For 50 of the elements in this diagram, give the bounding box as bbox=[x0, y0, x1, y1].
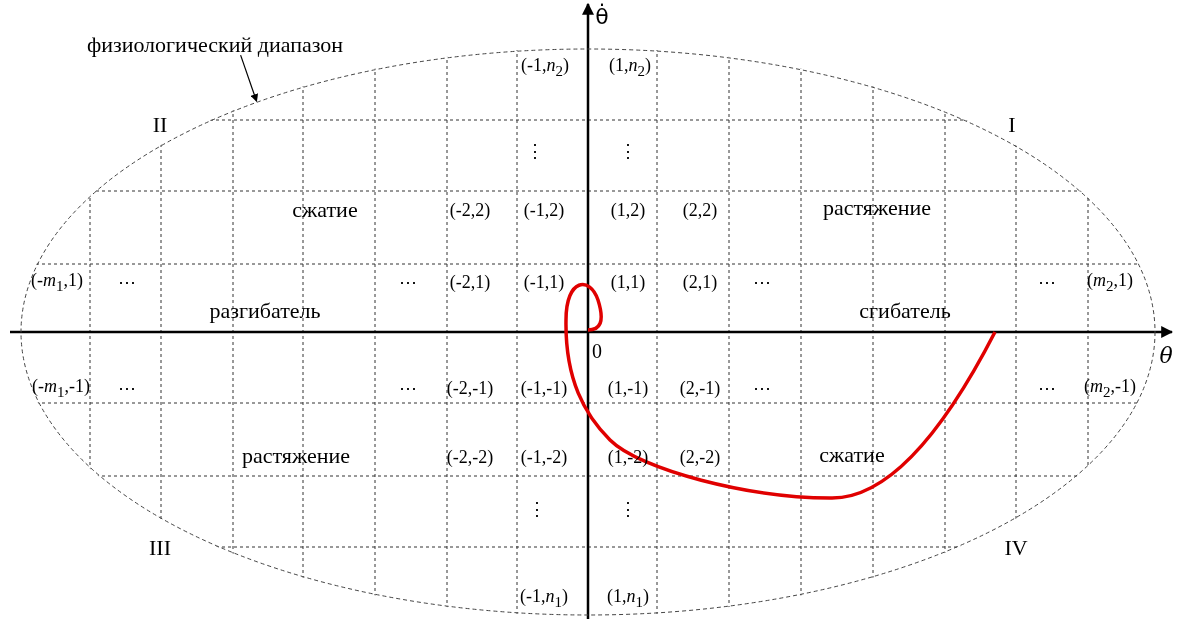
quadrant-number: I bbox=[1008, 112, 1016, 138]
ellipsis: ⋯ bbox=[1038, 379, 1056, 399]
axis-label: θ̇ bbox=[595, 4, 609, 30]
cell-label: (-1,n$_{1}$) bbox=[520, 587, 568, 611]
ellipsis: ⋮ bbox=[619, 142, 637, 162]
region-label: сжатие bbox=[292, 197, 358, 223]
ellipsis: ⋯ bbox=[1038, 273, 1056, 293]
origin-label: 0 bbox=[592, 340, 602, 362]
cell-label: (1,-1) bbox=[607, 379, 649, 399]
ellipsis: ⋯ bbox=[399, 379, 417, 399]
range-label: физиологический диапазон bbox=[86, 32, 344, 58]
cell-label: (m$_{2}$,1) bbox=[1087, 271, 1133, 295]
cell-label: (2,1) bbox=[682, 273, 718, 293]
region-label: сжатие bbox=[819, 442, 885, 468]
ellipsis: ⋯ bbox=[118, 379, 136, 399]
ellipsis: ⋮ bbox=[619, 500, 637, 520]
cell-label: (-2,-1) bbox=[446, 379, 494, 399]
cell-label: (-1,2) bbox=[523, 201, 565, 221]
region-label: растяжение bbox=[823, 195, 931, 221]
quadrant-number: IV bbox=[1004, 535, 1028, 561]
cell-label: (2,2) bbox=[682, 201, 718, 221]
cell-label: (-2,-2) bbox=[446, 448, 494, 468]
ellipsis: ⋯ bbox=[118, 273, 136, 293]
cell-label: (-1,-1) bbox=[520, 379, 568, 399]
cell-label: (2,-1) bbox=[679, 379, 721, 399]
region-label: разгибатель bbox=[209, 298, 321, 324]
ellipsis: ⋯ bbox=[753, 379, 771, 399]
cell-label: (1,1) bbox=[610, 273, 646, 293]
cell-label: (1,2) bbox=[610, 201, 646, 221]
quadrant-number: II bbox=[152, 112, 168, 138]
region-label: растяжение bbox=[242, 443, 350, 469]
ellipsis: ⋮ bbox=[526, 142, 544, 162]
ellipsis: ⋯ bbox=[753, 273, 771, 293]
ellipsis: ⋯ bbox=[399, 273, 417, 293]
cell-label: (m$_{2}$,-1) bbox=[1084, 377, 1136, 401]
quadrant-number: III bbox=[149, 535, 171, 561]
leader-line bbox=[240, 54, 259, 103]
cell-label: (2,-2) bbox=[679, 448, 721, 468]
cell-label: (-m$_{1}$,1) bbox=[31, 271, 83, 295]
cell-label: (-2,1) bbox=[449, 273, 491, 293]
cell-label: (1,n$_{2}$) bbox=[609, 56, 651, 80]
cell-label: (1,n$_{1}$) bbox=[607, 587, 649, 611]
cell-label: (-1,1) bbox=[523, 273, 565, 293]
cell-label: (-1,n$_{2}$) bbox=[521, 56, 569, 80]
cell-label: (-1,-2) bbox=[520, 448, 568, 468]
cell-label: (-2,2) bbox=[449, 201, 491, 221]
axis-label: θ bbox=[1159, 343, 1173, 369]
ellipsis: ⋮ bbox=[528, 500, 546, 520]
cell-label: (-m$_{1}$,-1) bbox=[32, 377, 90, 401]
region-label: сгибатель bbox=[859, 298, 951, 324]
